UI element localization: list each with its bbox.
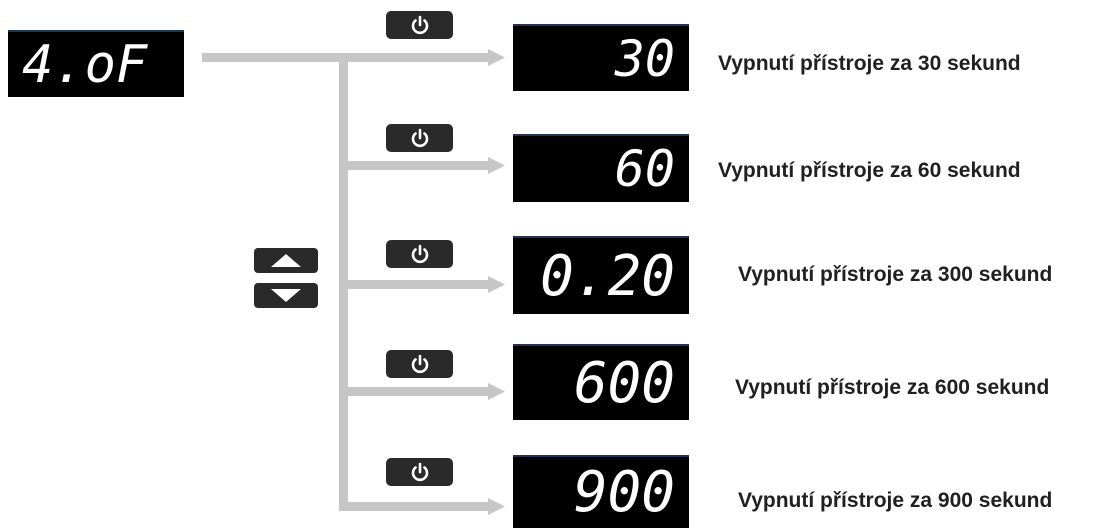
power-button[interactable] (386, 350, 453, 378)
power-button[interactable] (386, 11, 453, 39)
option-description: Vypnutí přístroje za 30 sekund (718, 52, 1021, 75)
option-display: 60 (513, 134, 689, 202)
option-display: 600 (513, 344, 689, 420)
branch-line (339, 280, 489, 289)
option-display: 0.20 (513, 236, 689, 314)
power-button[interactable] (386, 458, 453, 486)
power-button[interactable] (386, 240, 453, 268)
option-description: Vypnutí přístroje za 60 sekund (718, 159, 1021, 182)
branch-arrowhead (488, 276, 505, 293)
option-description: Vypnutí přístroje za 300 sekund (738, 263, 1053, 286)
branch-arrowhead (488, 383, 505, 400)
up-button[interactable] (254, 248, 318, 273)
power-icon (411, 462, 428, 482)
branch-arrowhead (488, 157, 505, 174)
main-parameter-display: 4.oF (8, 30, 184, 97)
branch-line (339, 502, 489, 511)
branch-line (339, 387, 489, 396)
down-button[interactable] (254, 283, 318, 308)
option-display: 900 (513, 455, 689, 528)
power-icon (411, 354, 428, 374)
power-icon (411, 15, 428, 35)
power-button[interactable] (386, 124, 453, 152)
power-icon (411, 128, 428, 148)
arrow-up-icon (271, 254, 301, 267)
branch-line (339, 161, 489, 170)
option-description: Vypnutí přístroje za 600 sekund (735, 376, 1050, 399)
option-description: Vypnutí přístroje za 900 sekund (738, 489, 1053, 512)
arrow-down-icon (271, 289, 301, 302)
option-display: 30 (513, 24, 689, 91)
branch-arrowhead (488, 49, 505, 66)
power-icon (411, 244, 428, 264)
branch-arrowhead (488, 498, 505, 515)
